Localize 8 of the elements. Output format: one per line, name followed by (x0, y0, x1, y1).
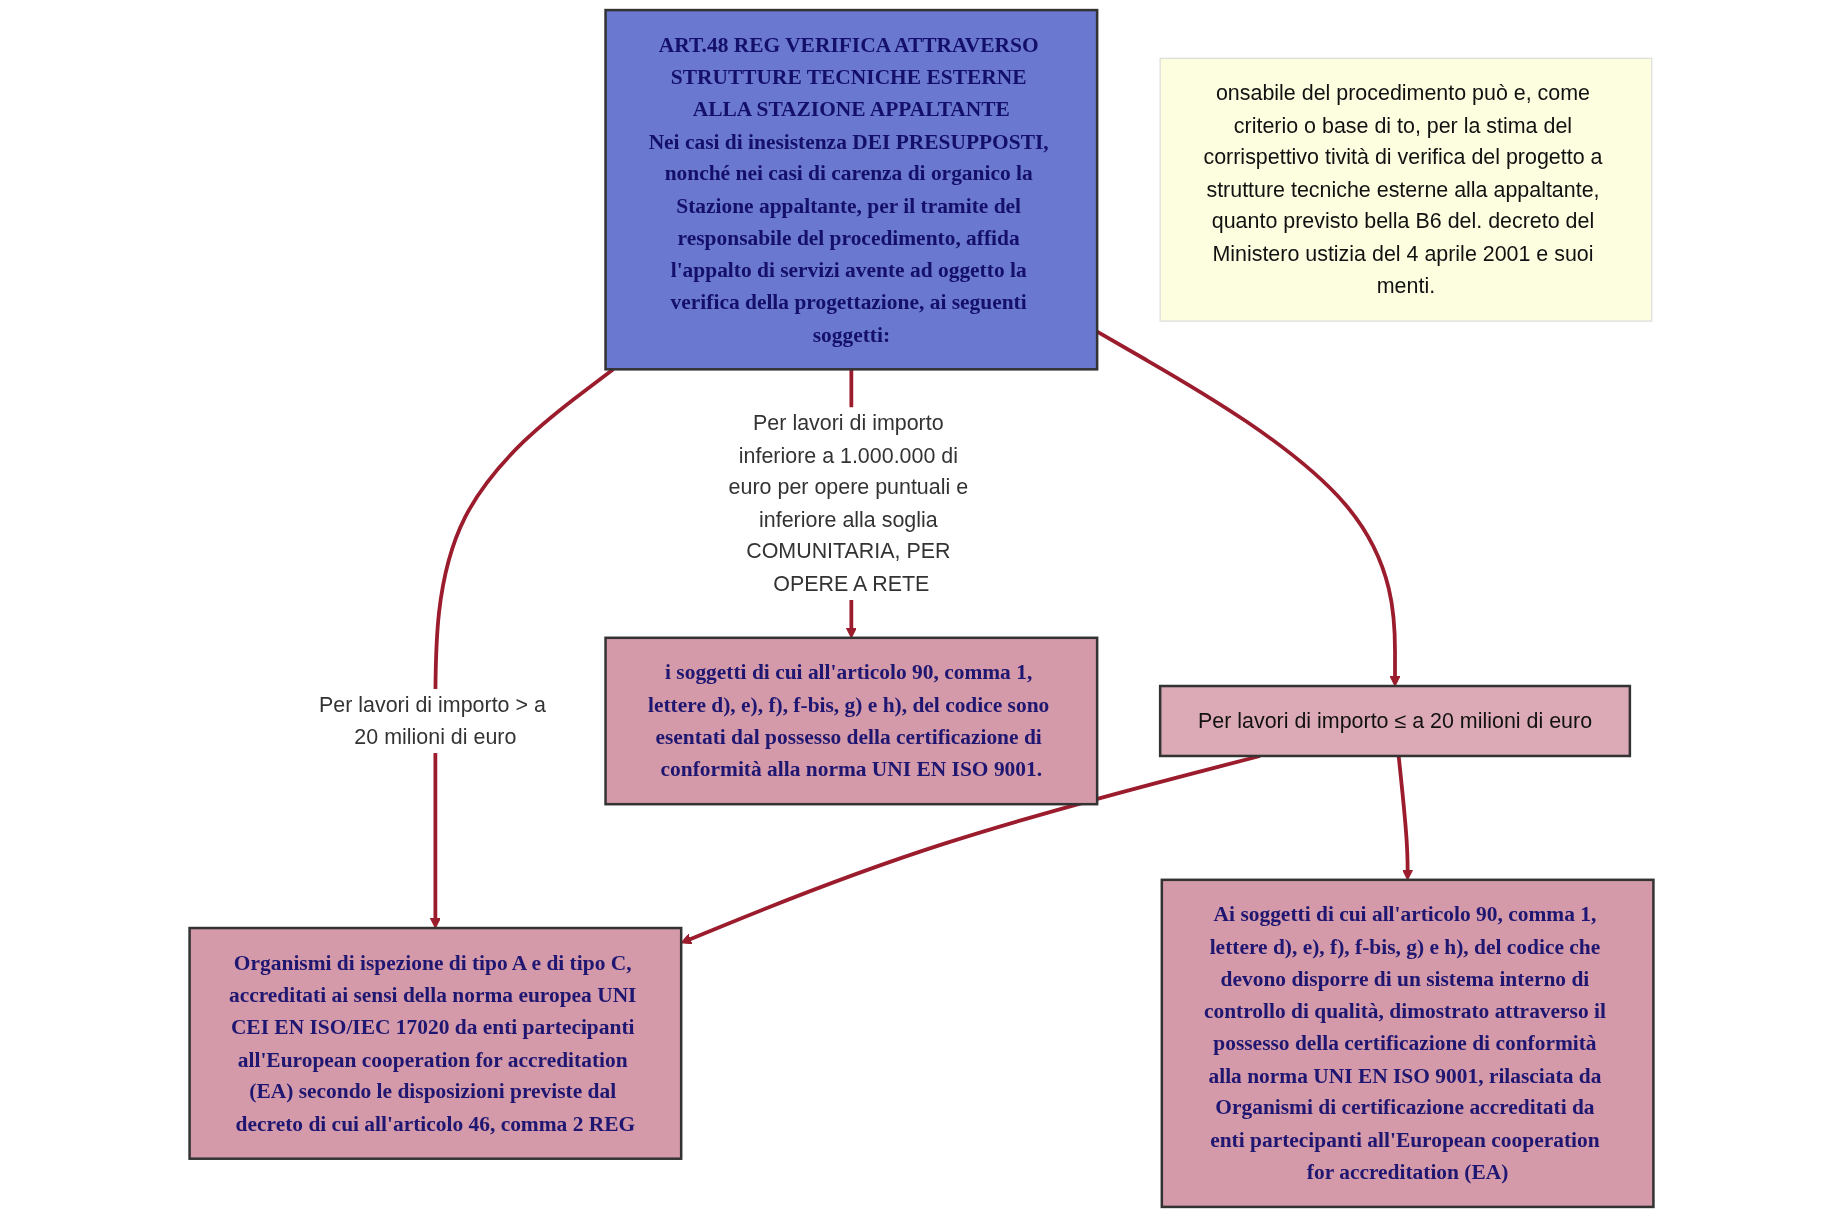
node-box: i soggetti di cui all'articolo 90, comma 1, lettere d), e), f), f-bis, g) e h), del codice sono esentati dal possesso della certificazione di conformità alla norma UNI EN ISO 9001. (604, 636, 1099, 806)
node-box: Per lavori di importo ≤ a 20 milioni di euro (1158, 684, 1632, 758)
node-box: ART.48 REG VERIFICA ATTRAVERSO STRUTTURE TECNICHE ESTERNE ALLA STAZIONE APPALTANTE Nei casi di inesistenza DEI PRESUPPOSTI, nonché nei casi di carenza di organico la Stazione appaltante, per il tramite del responsabile del procedimento, affida l'appalto di servizi avente ad oggetto la verifica della progettazione, ai seguenti soggetti: (604, 8, 1099, 371)
node-box: Organismi di ispezione di tipo A e di tipo C, accreditati ai sensi della norma europea UNI CEI EN ISO/IEC 17020 da enti partecipanti all'European cooperation for accreditation (EA) secondo le disposizioni previste dal decreto di cui all'articolo 46, comma 2 REG (188, 926, 683, 1160)
node-box: Ai soggetti di cui all'articolo 90, comma 1, lettere d), e), f), f-bis, g) e h), del codice che devono disporre di un sistema interno di controllo di qualità, dimostrato attraverso il possesso della certificazione di conformità alla norma UNI EN ISO 9001, rilasciata da Organismi di certificazione accreditati da enti partecipanti all'European cooperation for accreditation (EA) (1160, 878, 1655, 1209)
edge-label: Per lavori di importo > a 20 milioni di euro (318, 692, 546, 749)
edge-label: Per lavori di importo inferiore a 1.000.000 di euro per opere puntuali e inferiore alla soglia COMUNITARIA, PER OPERE A RETE (728, 410, 969, 596)
node-box: onsabile del procedimento può e, come criterio o base di to, per la stima del corrispettivo tività di verifica del progetto a strutture tecniche esterne alla appaltante, quanto previsto bella B6 del. decreto del Ministero ustizia del 4 aprile 2001 e suoi menti. (1159, 57, 1653, 322)
